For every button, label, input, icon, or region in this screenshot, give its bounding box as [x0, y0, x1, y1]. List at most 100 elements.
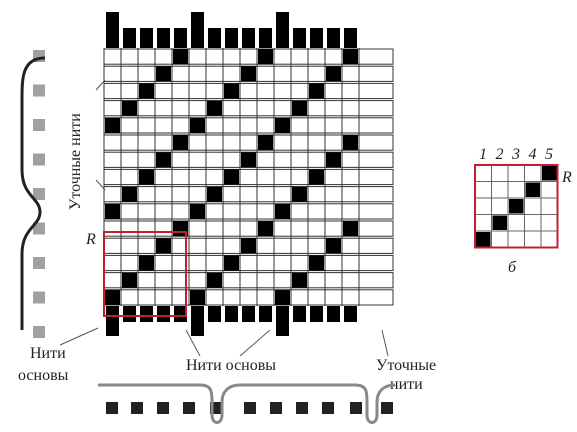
- interlacing-cell: [258, 135, 273, 151]
- interlacing-cell: [224, 169, 239, 185]
- warp-thread-bottom: [157, 306, 170, 322]
- warp-thread-bottom: [276, 306, 289, 336]
- interlacing-cell: [275, 117, 290, 133]
- warp-thread-bottom: [106, 306, 119, 336]
- small-grid-filled-cell: [492, 215, 507, 230]
- weft-mark: [157, 402, 169, 414]
- warp-thread-bottom: [259, 306, 272, 322]
- warp-thread-top: [174, 28, 187, 48]
- warp-mark: [33, 291, 45, 304]
- warp-thread-top: [140, 28, 153, 48]
- small-grid-filled-cell: [476, 232, 491, 247]
- small-grid-column-number: 3: [511, 146, 520, 163]
- interlacing-cell: [241, 66, 256, 82]
- warp-thread-top: [259, 28, 272, 48]
- warp-mark: [33, 84, 45, 97]
- small-repeat-label: R: [561, 169, 572, 186]
- warp-thread-top: [344, 28, 357, 48]
- weft-mark: [183, 402, 195, 414]
- warp-thread-bottom: [293, 306, 306, 322]
- interlacing-cell: [343, 221, 358, 237]
- small-grid-caption: б: [508, 259, 517, 276]
- interlacing-cell: [207, 100, 222, 116]
- warp-thread-bottom: [344, 306, 357, 322]
- weft-thread-bar: [103, 186, 394, 203]
- interlacing-cell: [309, 255, 324, 271]
- warp-mark: [33, 188, 45, 200]
- warp-threads-label-bottom: Нити основы: [186, 357, 276, 374]
- warp-thread-top: [106, 12, 119, 48]
- interlacing-cell: [122, 186, 137, 202]
- interlacing-cell: [241, 152, 256, 168]
- warp-threads-label-left-line1: Нити: [30, 345, 66, 362]
- interlacing-cell: [241, 238, 256, 254]
- weft-mark: [381, 402, 393, 414]
- weft-thread-bar: [103, 289, 394, 306]
- warp-mark: [33, 119, 45, 131]
- warp-thread-bottom: [191, 306, 204, 336]
- warp-thread-bottom: [310, 306, 323, 322]
- interlacing-cell: [122, 272, 137, 288]
- interlacing-cell: [224, 255, 239, 271]
- warp-threads-label-left-line2: основы: [18, 367, 69, 384]
- small-grid-column-number: 4: [529, 146, 537, 163]
- weft-mark: [322, 402, 334, 414]
- warp-thread-bottom: [123, 306, 136, 322]
- weft-thread-bar: [103, 100, 394, 117]
- weft-mark: [350, 402, 362, 414]
- interlacing-cell: [139, 255, 154, 271]
- interlacing-cell: [292, 272, 307, 288]
- warp-thread-top: [242, 28, 255, 48]
- interlacing-cell: [190, 203, 205, 219]
- interlacing-cell: [343, 135, 358, 151]
- interlacing-cell: [156, 66, 171, 82]
- weave-grid: [103, 12, 394, 336]
- weft-threads-label-bottom-line2: нити: [390, 376, 423, 393]
- warp-mark: [33, 326, 45, 338]
- warp-thread-top: [276, 12, 289, 48]
- warp-thread-top: [208, 28, 221, 48]
- interlacing-cell: [139, 83, 154, 99]
- interlacing-cell: [207, 272, 222, 288]
- warp-thread-top: [310, 28, 323, 48]
- warp-thread-top: [293, 28, 306, 48]
- interlacing-cell: [326, 238, 341, 254]
- repeat-box: [103, 231, 187, 317]
- warp-thread-marks-left: [33, 50, 45, 338]
- warp-thread-marks-bottom: [106, 402, 393, 414]
- interlacing-cell: [275, 289, 290, 305]
- interlacing-cell: [292, 100, 307, 116]
- warp-mark: [33, 257, 45, 269]
- leader-lines: [59, 79, 389, 357]
- weft-threads-label-vertical: Уточные нити: [67, 113, 84, 210]
- warp-thread-bottom: [174, 306, 187, 322]
- interlacing-cell: [258, 221, 273, 237]
- warp-thread-top: [157, 28, 170, 48]
- weft-thread-bar: [103, 117, 394, 134]
- warp-mark: [33, 153, 45, 166]
- warp-thread-top: [327, 28, 340, 48]
- interlacing-cell: [105, 117, 120, 133]
- warp-thread-bottom: [327, 306, 340, 322]
- interlacing-cell: [326, 66, 341, 82]
- weft-threads-label-bottom-line1: Уточные: [376, 357, 436, 374]
- interlacing-cell: [173, 49, 188, 65]
- interlacing-cell: [275, 203, 290, 219]
- weft-mark: [106, 402, 118, 414]
- interlacing-cell: [122, 100, 137, 116]
- small-grid-column-number: 2: [496, 146, 504, 163]
- warp-thread-top: [225, 28, 238, 48]
- weft-thread-curve-left: [20, 56, 46, 330]
- interlacing-cell: [343, 49, 358, 65]
- small-repeat-grid: [474, 164, 559, 249]
- interlacing-cell: [292, 186, 307, 202]
- interlacing-cell: [190, 289, 205, 305]
- interlacing-cell: [105, 289, 120, 305]
- weft-thread-bar: [103, 272, 394, 289]
- small-grid-filled-cell: [525, 182, 540, 197]
- interlacing-cell: [139, 169, 154, 185]
- warp-thread-bottom: [242, 306, 255, 322]
- warp-thread-bottom: [208, 306, 221, 322]
